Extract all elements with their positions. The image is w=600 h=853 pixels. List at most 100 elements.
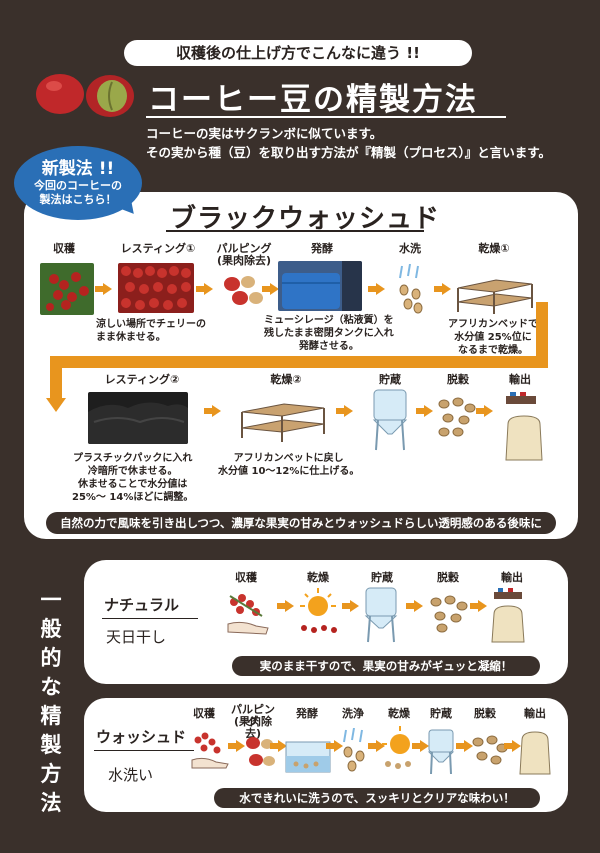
step-storage-label: 貯蔵 xyxy=(379,373,401,386)
washed-step-label: 発酵 xyxy=(296,707,318,720)
connector-bar-vertical xyxy=(536,302,548,362)
flow-arrow xyxy=(368,283,385,295)
washed-step-label: 収穫 xyxy=(193,707,215,720)
divider xyxy=(94,750,194,751)
flow-arrow xyxy=(368,740,385,752)
flow-arrow xyxy=(326,740,343,752)
step-harvest-label: 収穫 xyxy=(53,242,75,255)
flow-arrow xyxy=(504,740,521,752)
coffee-cherry-icon xyxy=(36,74,134,117)
divider xyxy=(102,618,198,619)
harvest-hand-icon xyxy=(227,594,269,635)
step-pulping-label: パルピング xyxy=(216,242,272,255)
export-ship-sack-icon xyxy=(505,392,543,461)
vertical-char: 精 xyxy=(40,704,62,728)
storage-silo-icon xyxy=(372,389,408,451)
intro-line: その実から種（豆）を取り出す方法が『精製（プロセス）』と言います。 xyxy=(146,145,552,160)
washed-summary-banner: 水できれいに洗うので、スッキリとクリアな味わい！ xyxy=(214,788,540,808)
pulped-beans-icon xyxy=(224,276,263,305)
fermentation-tank-icon xyxy=(285,741,331,773)
african-bed-icon xyxy=(457,279,533,314)
harvest-photo xyxy=(40,263,94,315)
hulled-beans-icon xyxy=(472,735,508,765)
vertical-char: 法 xyxy=(40,791,62,815)
flow-arrow xyxy=(406,600,423,612)
step-export-label: 輸出 xyxy=(509,373,531,386)
washed-step-label: 乾燥 xyxy=(388,707,410,720)
flow-arrow xyxy=(336,405,353,417)
natural-step-label: 収穫 xyxy=(235,571,257,584)
caption-line: 冷暗所で休ませる。 xyxy=(87,466,178,477)
hulled-beans-icon xyxy=(430,595,468,633)
caption-line: 水分値 10〜12%に仕上げる。 xyxy=(218,466,360,477)
callout-title: 新製法 !! xyxy=(41,159,115,179)
caption-line: 水分値 25%位に xyxy=(454,332,532,343)
connector-arrowhead xyxy=(46,398,66,412)
washed-step-label: 洗浄 xyxy=(342,707,364,720)
resting-cherries-photo xyxy=(118,263,194,313)
harvest-hand-icon xyxy=(191,732,229,769)
sun-icon xyxy=(300,588,337,633)
storage-silo-icon xyxy=(427,729,455,775)
flow-arrow xyxy=(470,600,487,612)
export-sack-icon xyxy=(519,731,551,775)
step-resting1-label: レスティング① xyxy=(120,242,196,255)
natural-step-label: 乾燥 xyxy=(307,571,329,584)
caption-line: アフリカンベッドで xyxy=(448,319,538,330)
flow-arrow xyxy=(270,740,287,752)
african-bed-icon xyxy=(241,403,325,442)
flow-arrow xyxy=(434,283,451,295)
flow-arrow xyxy=(196,283,213,295)
ferment-caption: ミューシレージ（粘液質）を 残したまま密閉タンクに入れ 発酵させる。 xyxy=(264,314,394,353)
flow-arrow xyxy=(204,405,221,417)
caption-line: プラスチックパックに入れ xyxy=(73,453,193,464)
pulped-beans-icon xyxy=(246,737,275,766)
resting1-caption: 涼しい場所でチェリーの まま休ませる。 xyxy=(96,318,206,344)
new-method-callout: 新製法 !! 今回のコーヒーの 製法はこちら！ xyxy=(14,146,142,220)
step-dry1-label: 乾燥① xyxy=(478,242,510,255)
natural-name: ナチュラル xyxy=(104,596,180,614)
black-washed-underline xyxy=(166,230,424,232)
step-hulling-label: 脱穀 xyxy=(447,373,469,386)
caption-line: まま休ませる。 xyxy=(96,332,166,343)
wash-water-icon xyxy=(399,264,423,314)
caption-line: 休ませることで水分値は xyxy=(77,479,188,490)
flow-arrow xyxy=(456,740,473,752)
sun-icon xyxy=(382,726,418,769)
natural-step-label: 輸出 xyxy=(501,571,523,584)
caption-line: ミューシレージ（粘液質）を xyxy=(264,315,394,326)
flow-arrow xyxy=(412,740,429,752)
natural-summary-banner: 実のまま干すので、果実の甘みがギュッと凝縮！ xyxy=(232,656,540,676)
export-ship-sack-icon xyxy=(491,588,525,643)
plastic-pack-photo xyxy=(88,392,188,444)
washed-step-label: パルピング xyxy=(231,703,275,728)
dry2-caption: アフリカンベットに戻し 水分値 10〜12%に仕上げる。 xyxy=(218,452,359,478)
flow-arrow xyxy=(277,600,294,612)
caption-line: 涼しい場所でチェリーの xyxy=(96,319,206,330)
page-title: コーヒー豆の精製方法 xyxy=(148,82,478,118)
dry1-caption: アフリカンベッドで 水分値 25%位に なるまで乾燥。 xyxy=(448,318,538,357)
header-subtitle: 収穫後の仕上げ方でこんなに違う !! xyxy=(124,40,472,66)
flow-arrow xyxy=(342,600,359,612)
title-underline xyxy=(146,116,506,118)
caption-line: アフリカンベットに戻し xyxy=(233,453,344,464)
flow-arrow xyxy=(95,283,112,295)
connector-bar-horizontal xyxy=(50,356,548,368)
fermentation-tank-photo xyxy=(278,261,362,311)
callout-line: 今回のコーヒーの xyxy=(34,179,122,192)
black-washed-title: ブラックウォッシュド xyxy=(170,204,441,234)
step-dry2-label: 乾燥② xyxy=(270,373,302,386)
washed-step-label: 輸出 xyxy=(524,707,546,720)
flow-arrow xyxy=(476,405,493,417)
vertical-char: 一 xyxy=(40,588,62,612)
washed-step-label: 貯蔵 xyxy=(430,707,452,720)
storage-silo-icon xyxy=(364,587,398,643)
resting2-caption: プラスチックパックに入れ 冷暗所で休ませる。 休ませることで水分値は 25%〜 … xyxy=(72,452,193,504)
callout-line: 製法はこちら！ xyxy=(39,193,117,206)
natural-sub: 天日干し xyxy=(106,628,167,646)
black-washed-summary-banner: 自然の力で風味を引き出しつつ、濃厚な果実の甘みとウォッシュドらしい透明感のある後… xyxy=(46,512,556,534)
connector-bar-down xyxy=(50,356,62,400)
flow-arrow xyxy=(416,405,433,417)
vertical-char: 方 xyxy=(40,762,62,786)
washed-step-label: 脱穀 xyxy=(474,707,496,720)
